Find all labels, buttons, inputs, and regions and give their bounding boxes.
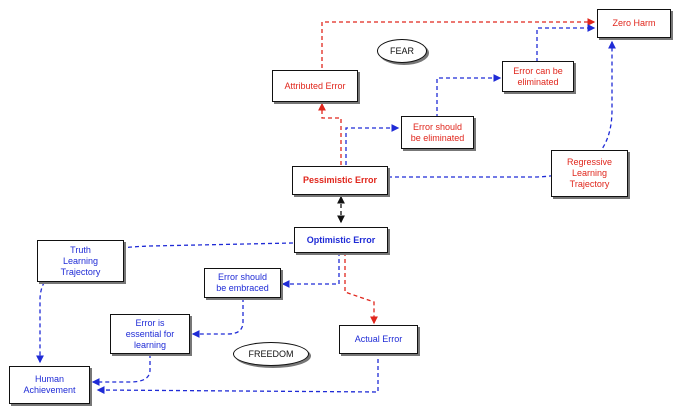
arrow-should-to-can-eliminate — [436, 74, 502, 118]
node-regressive-learning-trajectory: Regressive Learning Trajectory — [551, 150, 628, 197]
arrow-optimistic-to-embraced — [281, 252, 340, 288]
arrow-can-eliminate-to-zeroharm — [536, 24, 596, 62]
arrow-essential-to-achievement — [91, 354, 151, 386]
node-actual-error: Actual Error — [339, 325, 418, 354]
oval-freedom: FREEDOM — [233, 342, 309, 366]
arrow-optimistic-to-actual — [344, 252, 378, 325]
arrow-pessimistic-to-should-eliminate — [345, 124, 400, 165]
node-attributed-error: Attributed Error — [272, 70, 358, 102]
node-error-should-be-eliminated: Error should be eliminated — [401, 116, 474, 149]
node-error-is-essential: Error is essential for learning — [110, 314, 190, 354]
arrow-embraced-to-essential — [191, 298, 244, 338]
node-error-can-be-eliminated: Error can be eliminated — [502, 61, 574, 92]
oval-fear: FEAR — [377, 39, 427, 63]
arrow-attributed-to-zeroharm — [321, 18, 596, 68]
node-optimistic-error: Optimistic Error — [294, 227, 388, 253]
node-error-should-be-embraced: Error should be embraced — [204, 268, 281, 298]
node-truth-learning-trajectory: Truth Learning Trajectory — [37, 240, 124, 282]
node-human-achievement: Human Achievement — [9, 366, 90, 404]
arrow-pessimistic-to-attributed — [318, 102, 342, 165]
node-pessimistic-error: Pessimistic Error — [292, 166, 388, 195]
node-zero-harm: Zero Harm — [597, 9, 671, 38]
arrow-actual-to-achievement — [96, 352, 379, 394]
